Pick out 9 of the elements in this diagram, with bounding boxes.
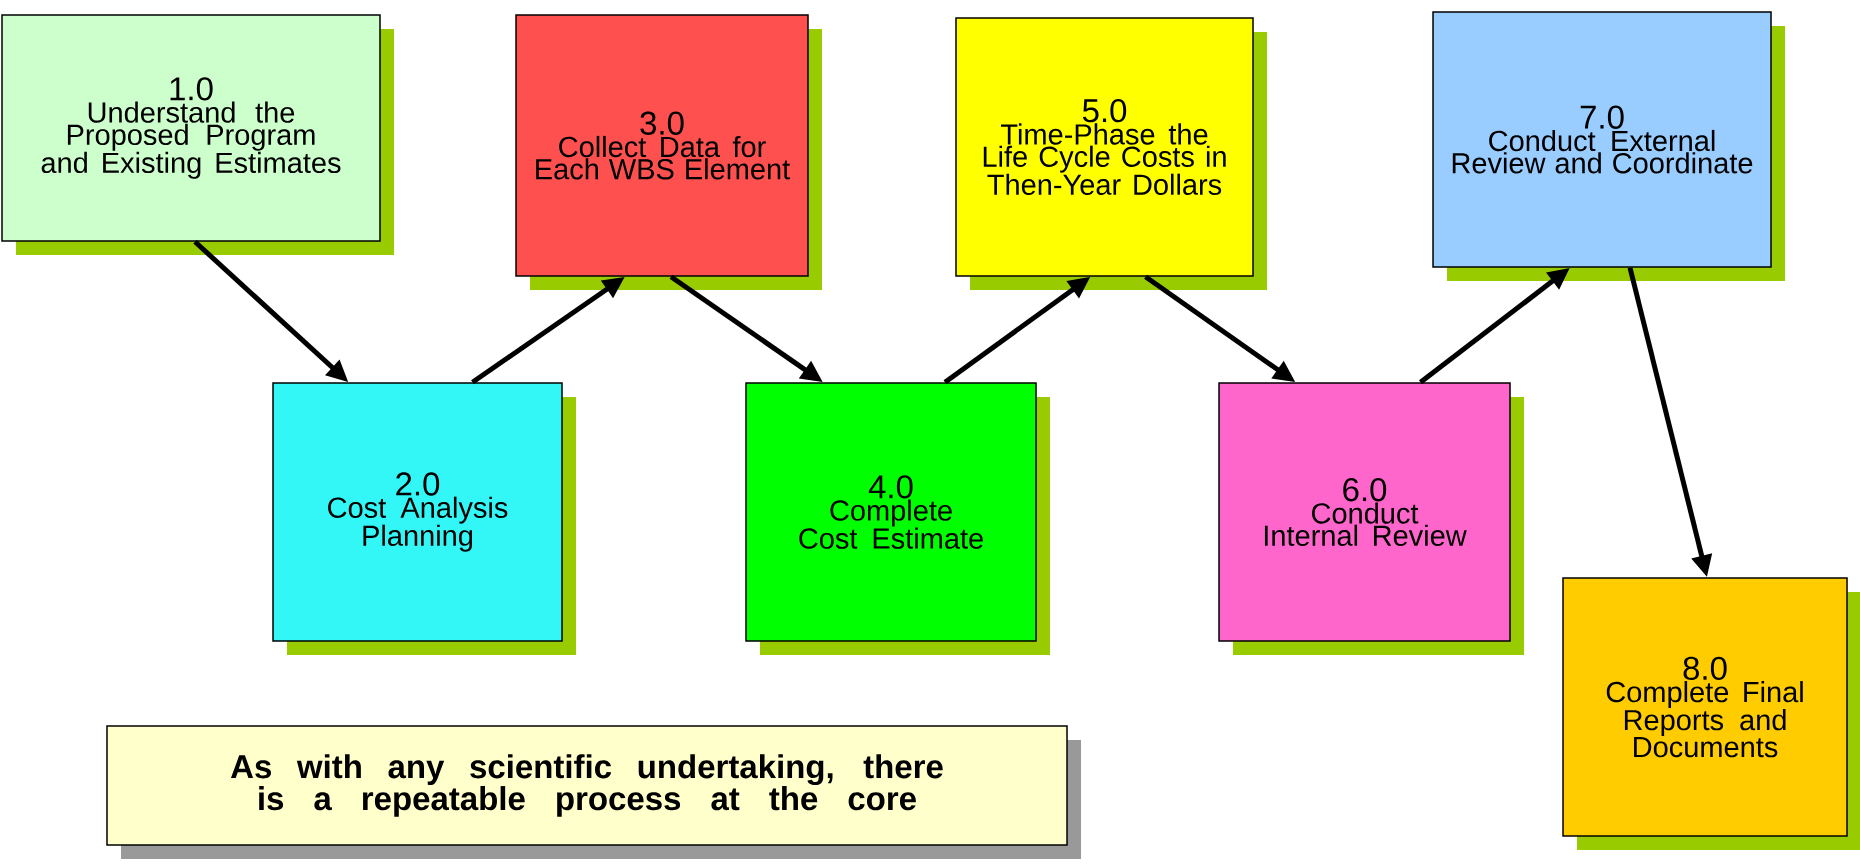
process-box: 6.0 Conduct Internal Review xyxy=(1218,382,1524,655)
process-box: 4.0 Complete Cost Estimate xyxy=(745,382,1050,655)
process-box: 8.0 Complete Final Reports and Documents xyxy=(1562,577,1860,850)
note-box: As with any scientific undertaking, there is a repeatable process at the core xyxy=(106,725,1081,859)
process-box: 7.0 Conduct External Review and Coordinate xyxy=(1432,11,1785,281)
process-box: 3.0 Collect Data for Each WBS Element xyxy=(515,14,822,290)
process-box: 5.0 Time-Phase the Life Cycle Costs in Then-Year Dollars xyxy=(955,17,1267,290)
process-box: 1.0 Understand the Proposed Program and Existing Estimates xyxy=(1,14,394,255)
process-box: 2.0 Cost Analysis Planning xyxy=(272,382,576,655)
